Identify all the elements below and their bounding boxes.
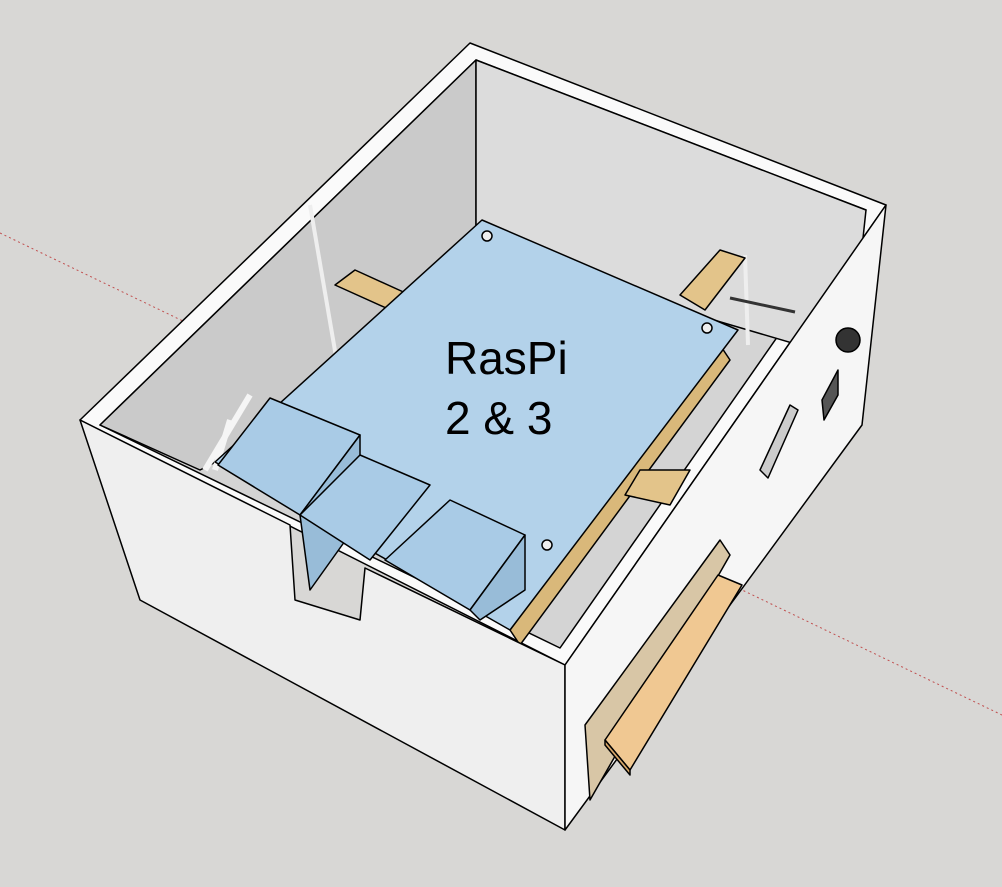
model-label-line1: RasPi xyxy=(445,332,568,384)
wood-handle-end xyxy=(604,739,631,776)
box-front-face xyxy=(79,419,566,831)
post xyxy=(743,254,750,346)
mount-hole xyxy=(541,539,553,551)
model-label-line2: 2 & 3 xyxy=(445,392,553,444)
mount-hole xyxy=(701,322,713,334)
usb-port-block xyxy=(469,534,526,621)
usb-port-block xyxy=(299,454,431,561)
switch xyxy=(821,369,839,421)
vent-slot xyxy=(759,404,799,479)
mount-hole xyxy=(481,230,493,242)
knob xyxy=(835,327,861,353)
wood-rail xyxy=(679,249,746,311)
cable xyxy=(729,296,796,314)
post xyxy=(308,204,342,381)
wood-rail xyxy=(624,469,691,506)
